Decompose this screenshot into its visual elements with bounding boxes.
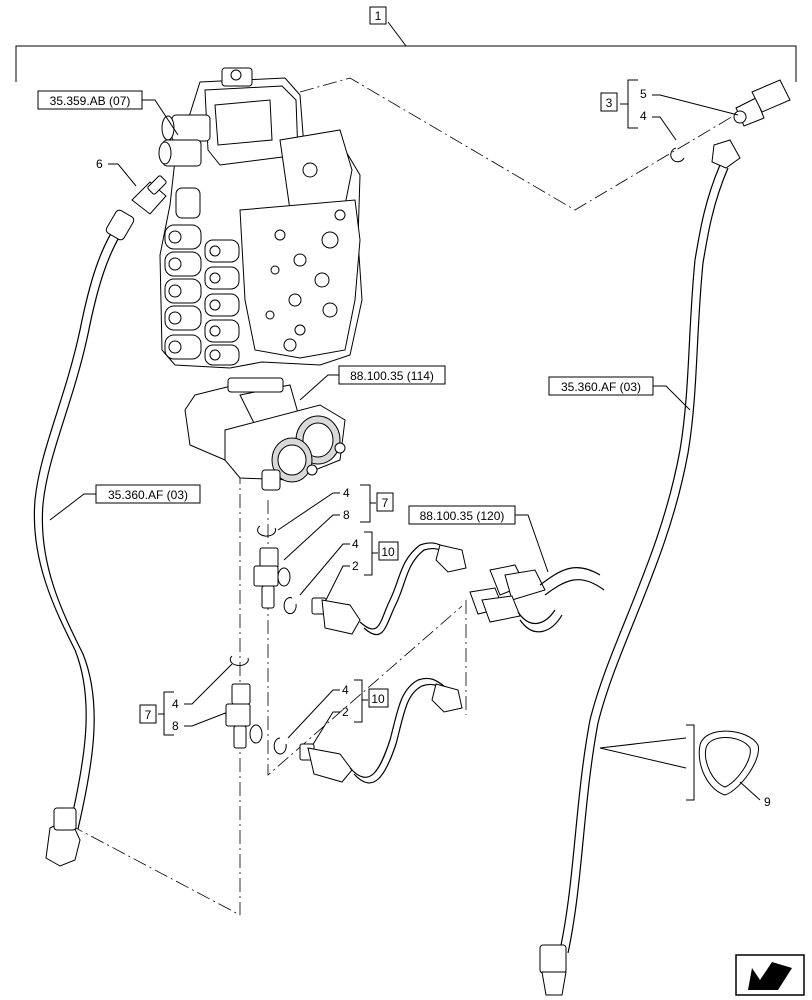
svg-text:7: 7 [382, 496, 389, 510]
lower-tee-group: 7 4 8 [139, 655, 263, 749]
svg-text:2: 2 [352, 559, 359, 573]
ref-35-360-af-left: 35.360.AF (03) [49, 484, 201, 521]
solenoid-valve-assembly [184, 377, 346, 491]
svg-text:10: 10 [381, 545, 395, 559]
upper-tee-group: 7 4 8 [253, 484, 394, 609]
svg-text:10: 10 [371, 692, 385, 706]
arrow-navigation-icon[interactable] [735, 954, 805, 996]
svg-text:4: 4 [343, 486, 350, 500]
fitting-6 [131, 175, 167, 215]
left-hose [33, 209, 135, 867]
svg-text:8: 8 [172, 719, 179, 733]
group-3-callout: 3 5 4 [600, 79, 739, 141]
svg-text:4: 4 [352, 537, 359, 551]
svg-text:5: 5 [640, 87, 647, 101]
svg-text:4: 4 [172, 697, 179, 711]
svg-text:4: 4 [342, 683, 349, 697]
svg-text:8: 8 [343, 508, 350, 522]
wiring-connectors [469, 564, 605, 633]
ref-35-360-af-right: 35.360.AF (03) [548, 376, 691, 411]
callout-1: 1 [375, 9, 382, 23]
ref-35-359-ab: 35.359.AB (07) [37, 90, 179, 136]
svg-text:35.360.AF (03): 35.360.AF (03) [561, 380, 641, 394]
ref-88-100-35-114: 88.100.35 (114) [299, 365, 446, 401]
fitting-5 [733, 79, 791, 127]
svg-text:2: 2 [342, 705, 349, 719]
svg-text:35.360.AF (03): 35.360.AF (03) [108, 488, 188, 502]
seal-ring-9: 9 [599, 724, 771, 809]
svg-text:88.100.35 (120): 88.100.35 (120) [420, 509, 505, 523]
svg-text:7: 7 [145, 708, 152, 722]
svg-text:3: 3 [606, 96, 613, 110]
svg-text:88.100.35 (114): 88.100.35 (114) [350, 369, 434, 383]
svg-text:4: 4 [640, 109, 647, 123]
o-ring-4-top [670, 147, 685, 163]
ref-88-100-35-120: 88.100.35 (120) [408, 505, 549, 573]
upper-sensor-group: 10 4 2 [283, 531, 467, 636]
right-hose [539, 139, 741, 996]
svg-text:9: 9 [764, 795, 771, 809]
control-valve-block [158, 67, 363, 369]
svg-text:35.359.AB (07): 35.359.AB (07) [50, 94, 131, 108]
lower-sensor-group: 10 4 2 [273, 677, 463, 784]
group-1-bracket: 1 [15, 6, 797, 82]
svg-text:6: 6 [96, 157, 103, 171]
label-6: 6 [96, 157, 137, 187]
